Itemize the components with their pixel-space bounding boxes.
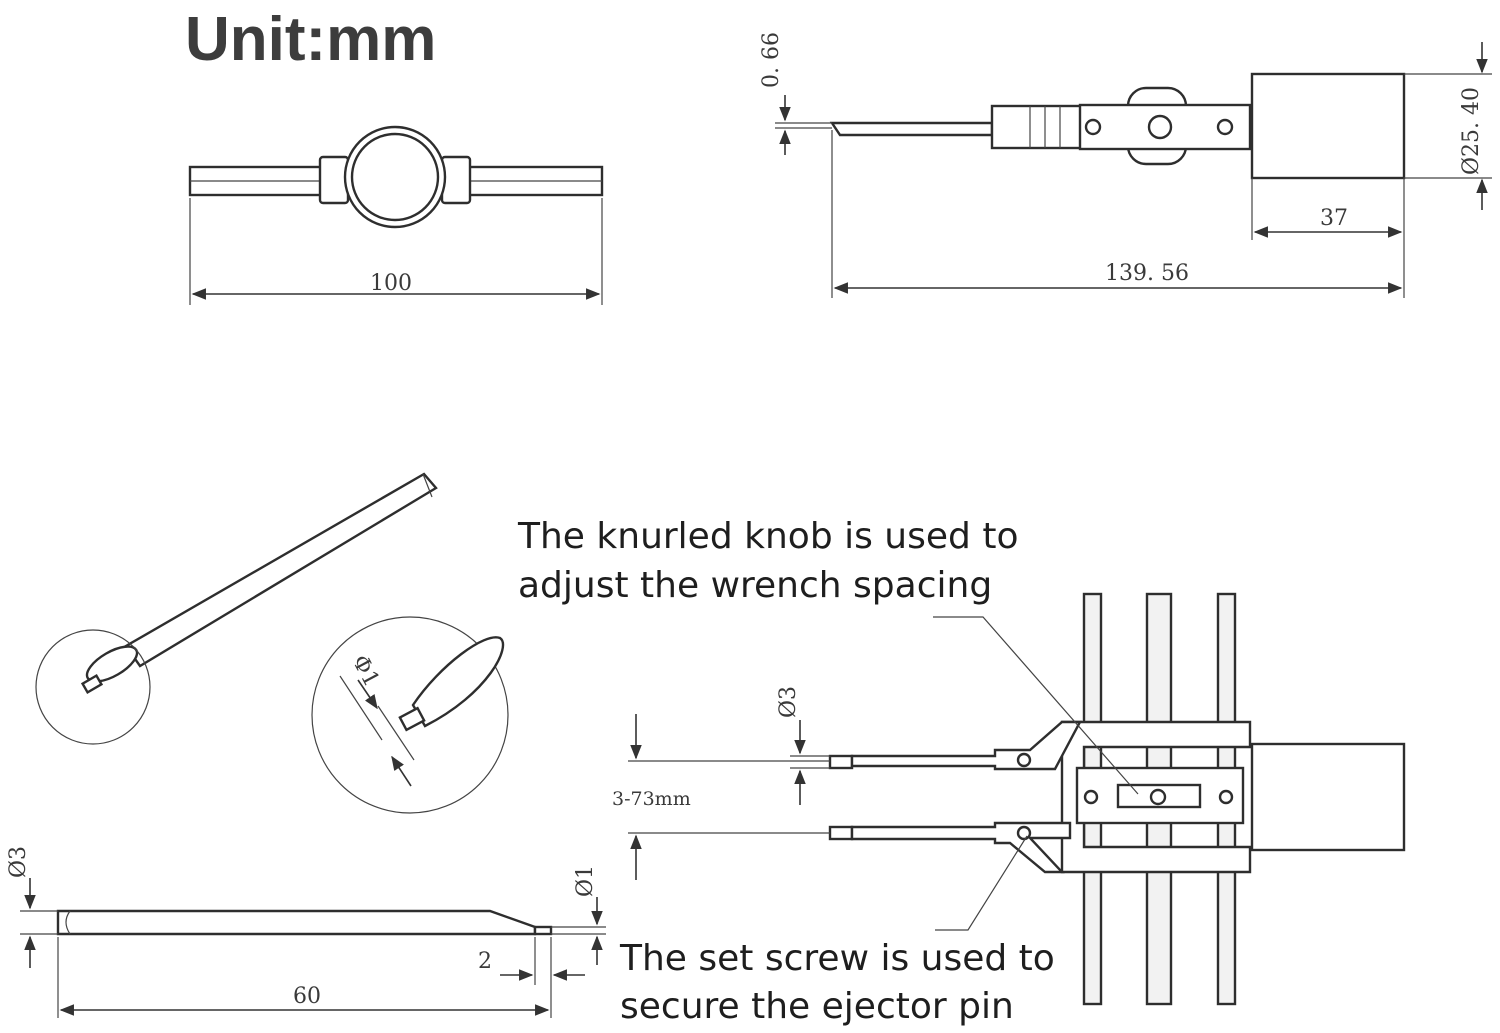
pin-side-dim-label-shank-diameter: Ø3 bbox=[6, 846, 31, 878]
knob-note-line-1: The knurled knob is used to bbox=[517, 516, 1018, 557]
top-view-knob-inner bbox=[350, 132, 440, 222]
screw-note-line-2: secure the ejector pin bbox=[620, 986, 1014, 1027]
pin-side-dim-label-tip-diameter: Ø1 bbox=[573, 865, 598, 897]
unit-label: Unit:mm bbox=[185, 5, 436, 74]
detail-dim-label-tip-diameter: Φ1 bbox=[347, 651, 384, 691]
assembly-screw-lower bbox=[1016, 825, 1032, 841]
pin-iso-shank bbox=[124, 472, 438, 668]
pin-isometric bbox=[35, 472, 438, 745]
side-view-hole-center bbox=[1147, 114, 1173, 140]
pin-tip-detail: Φ1 bbox=[311, 616, 509, 814]
detail-pin-taper bbox=[411, 636, 505, 728]
pin-side-dim-label-length: 60 bbox=[293, 984, 321, 1009]
pin-side-dim-label-tip-length: 2 bbox=[478, 949, 492, 974]
assembly-view: Ø3 3-73mm The knurled knob is used to ad… bbox=[517, 516, 1406, 1027]
assembly-pin-lower-tip bbox=[828, 825, 854, 841]
assembly-pin-upper-tip bbox=[828, 754, 854, 770]
dim-label-100: 100 bbox=[370, 271, 412, 296]
assembly-knob bbox=[1250, 742, 1406, 852]
side-view-hole-right bbox=[1216, 118, 1234, 136]
top-view-right-clamp bbox=[440, 155, 472, 205]
top-view-drawing: 100 bbox=[188, 125, 604, 305]
assembly-dim-label-spacing: 3-73mm bbox=[612, 788, 691, 810]
knob-note-leader bbox=[933, 616, 1139, 795]
dim-label-tip-thickness: 0. 66 bbox=[759, 32, 784, 88]
assembly-pin-upper bbox=[850, 720, 1082, 771]
assembly-dim-label-pin-diameter: Ø3 bbox=[776, 686, 801, 718]
assembly-hole-center bbox=[1149, 788, 1167, 806]
dim-label-total-length: 139. 56 bbox=[1105, 261, 1189, 286]
side-view-holder bbox=[990, 104, 1084, 150]
top-view-left-clamp bbox=[318, 155, 350, 205]
detail-circle-small bbox=[35, 629, 151, 745]
pin-side-shank bbox=[56, 909, 537, 936]
side-view-pin bbox=[829, 121, 994, 137]
screw-note-leader bbox=[935, 835, 1028, 931]
screw-note-line-1: The set screw is used to bbox=[619, 938, 1055, 979]
assembly-screw-upper bbox=[1016, 752, 1032, 768]
pin-iso-tip bbox=[80, 674, 104, 694]
assembly-frame bbox=[1060, 720, 1252, 874]
detail-circle-large bbox=[311, 616, 509, 814]
side-view-drawing: 0. 66 Ø25. 40 37 139. 56 bbox=[759, 32, 1492, 298]
assembly-pin-lower bbox=[850, 821, 1072, 874]
side-view-hole-left bbox=[1084, 118, 1102, 136]
pin-side-view: Ø3 Ø1 2 60 bbox=[6, 846, 606, 1018]
assembly-hole-left bbox=[1083, 789, 1099, 805]
side-view-knob bbox=[1250, 72, 1406, 180]
dim-label-knob-length: 37 bbox=[1320, 206, 1348, 231]
pin-side-tip bbox=[533, 925, 553, 936]
assembly-hole-right bbox=[1218, 789, 1234, 805]
knob-note-line-2: adjust the wrench spacing bbox=[518, 565, 992, 606]
dim-label-knob-diameter: Ø25. 40 bbox=[1459, 87, 1484, 175]
detail-pin-tip bbox=[398, 706, 426, 732]
